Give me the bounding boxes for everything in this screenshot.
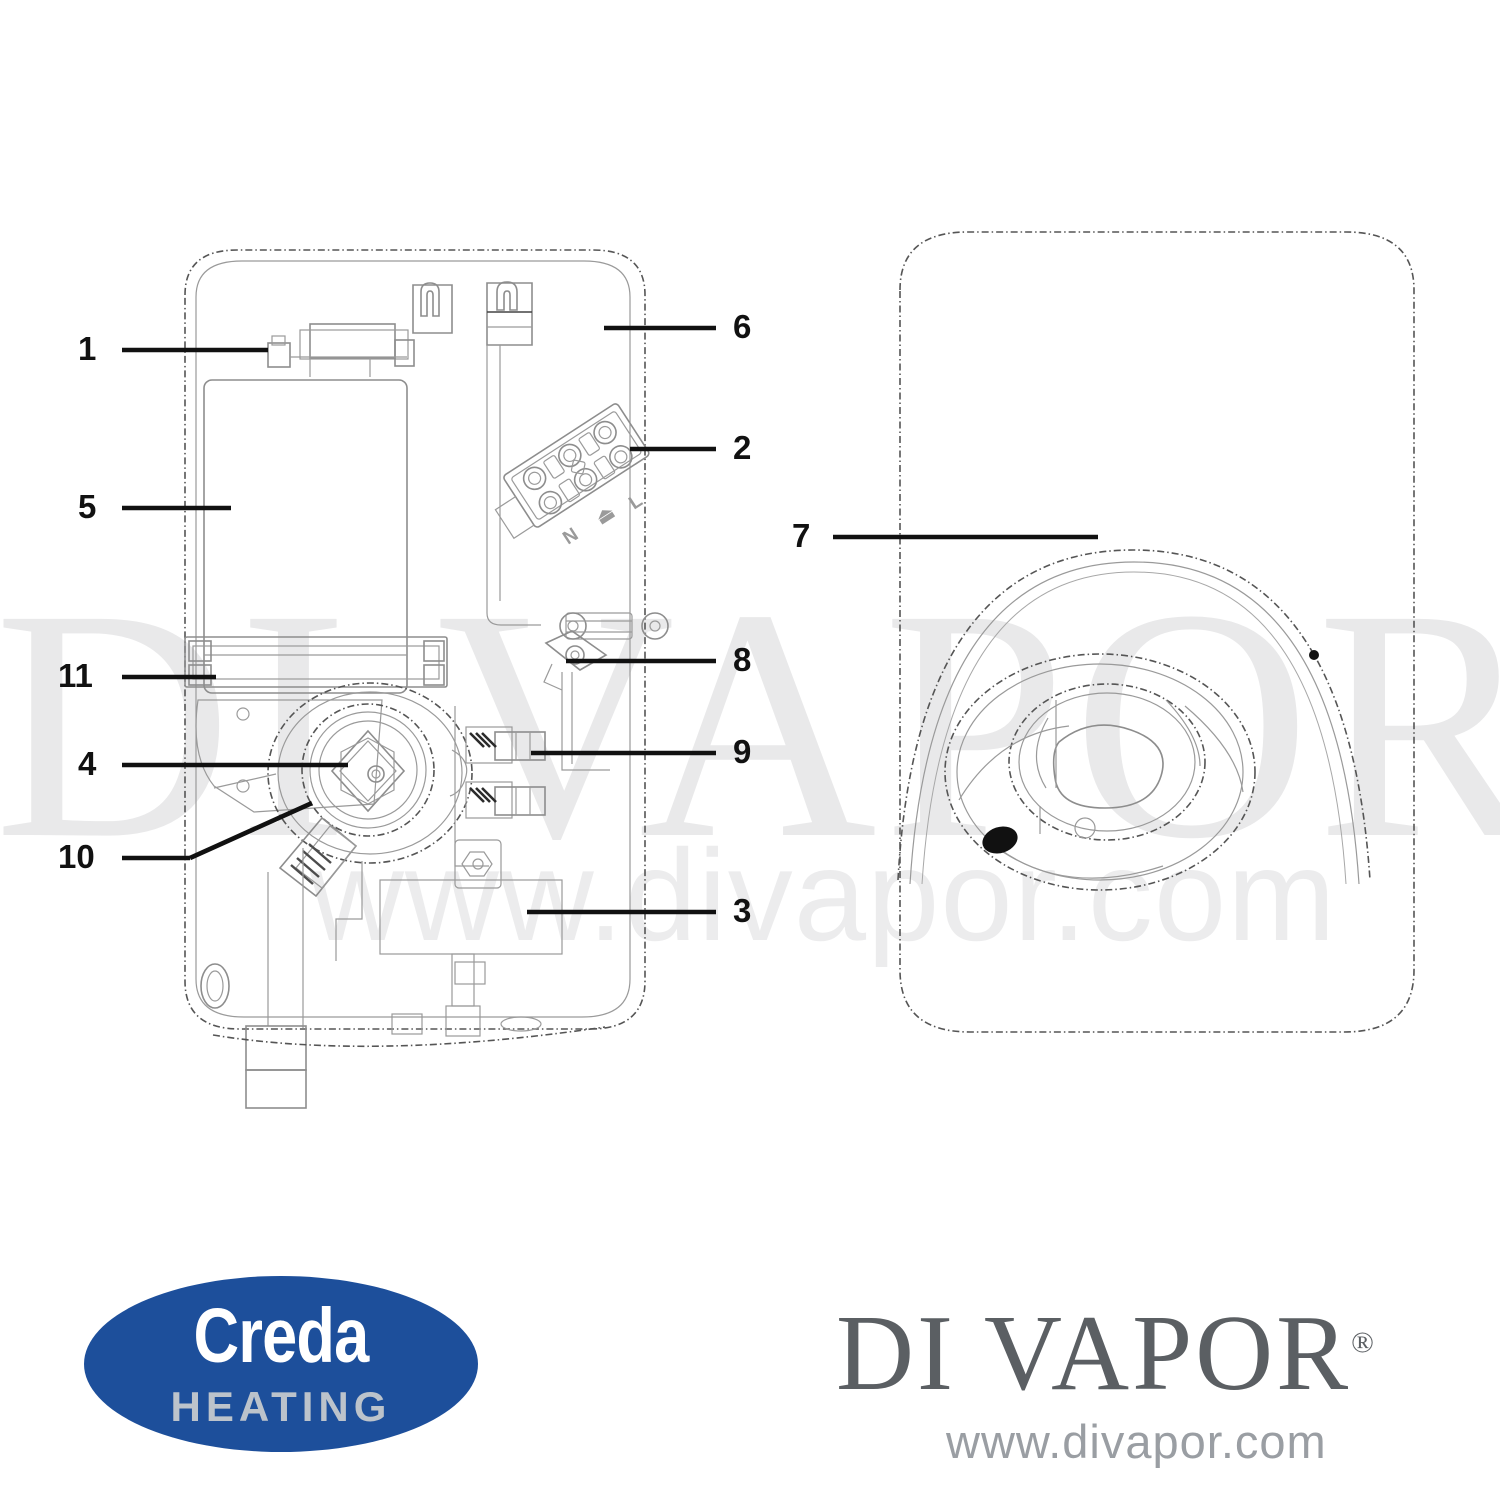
creda-logo: Creda HEATING [84, 1276, 478, 1452]
divapor-url-text: www.divapor.com [946, 1415, 1327, 1468]
cover-knob [944, 653, 1256, 891]
divapor-brand-text: DI VAPOR® [836, 1294, 1374, 1413]
callout-4[interactable]: 4 [78, 745, 97, 782]
callout-6[interactable]: 6 [733, 308, 752, 345]
callout-5[interactable]: 5 [78, 488, 97, 525]
callout-9[interactable]: 9 [733, 733, 752, 770]
terminal-label-l: L [625, 490, 647, 514]
creda-logo-ellipse [84, 1276, 478, 1452]
callout-10[interactable]: 10 [58, 838, 95, 875]
creda-brand-text: Creda [193, 1293, 370, 1379]
callout-7[interactable]: 7 [792, 517, 811, 554]
terminal-label-n: N [559, 524, 582, 549]
callout-2[interactable]: 2 [733, 429, 752, 466]
callout-leaders [122, 325, 1098, 915]
front-cover-view [897, 231, 1415, 1033]
callout-1[interactable]: 1 [78, 330, 97, 367]
creda-tagline-text: HEATING [170, 1383, 392, 1430]
control-valve [267, 682, 473, 898]
terminal-label-earth: ⏏ [592, 502, 619, 529]
leader-10b [189, 800, 313, 861]
callout-8[interactable]: 8 [733, 641, 752, 678]
callout-11[interactable]: 11 [58, 657, 93, 694]
divapor-logo: DI VAPOR® www.divapor.com [836, 1300, 1476, 1470]
callout-3[interactable]: 3 [733, 892, 752, 929]
internal-view: N ⏏ L [184, 249, 669, 1109]
